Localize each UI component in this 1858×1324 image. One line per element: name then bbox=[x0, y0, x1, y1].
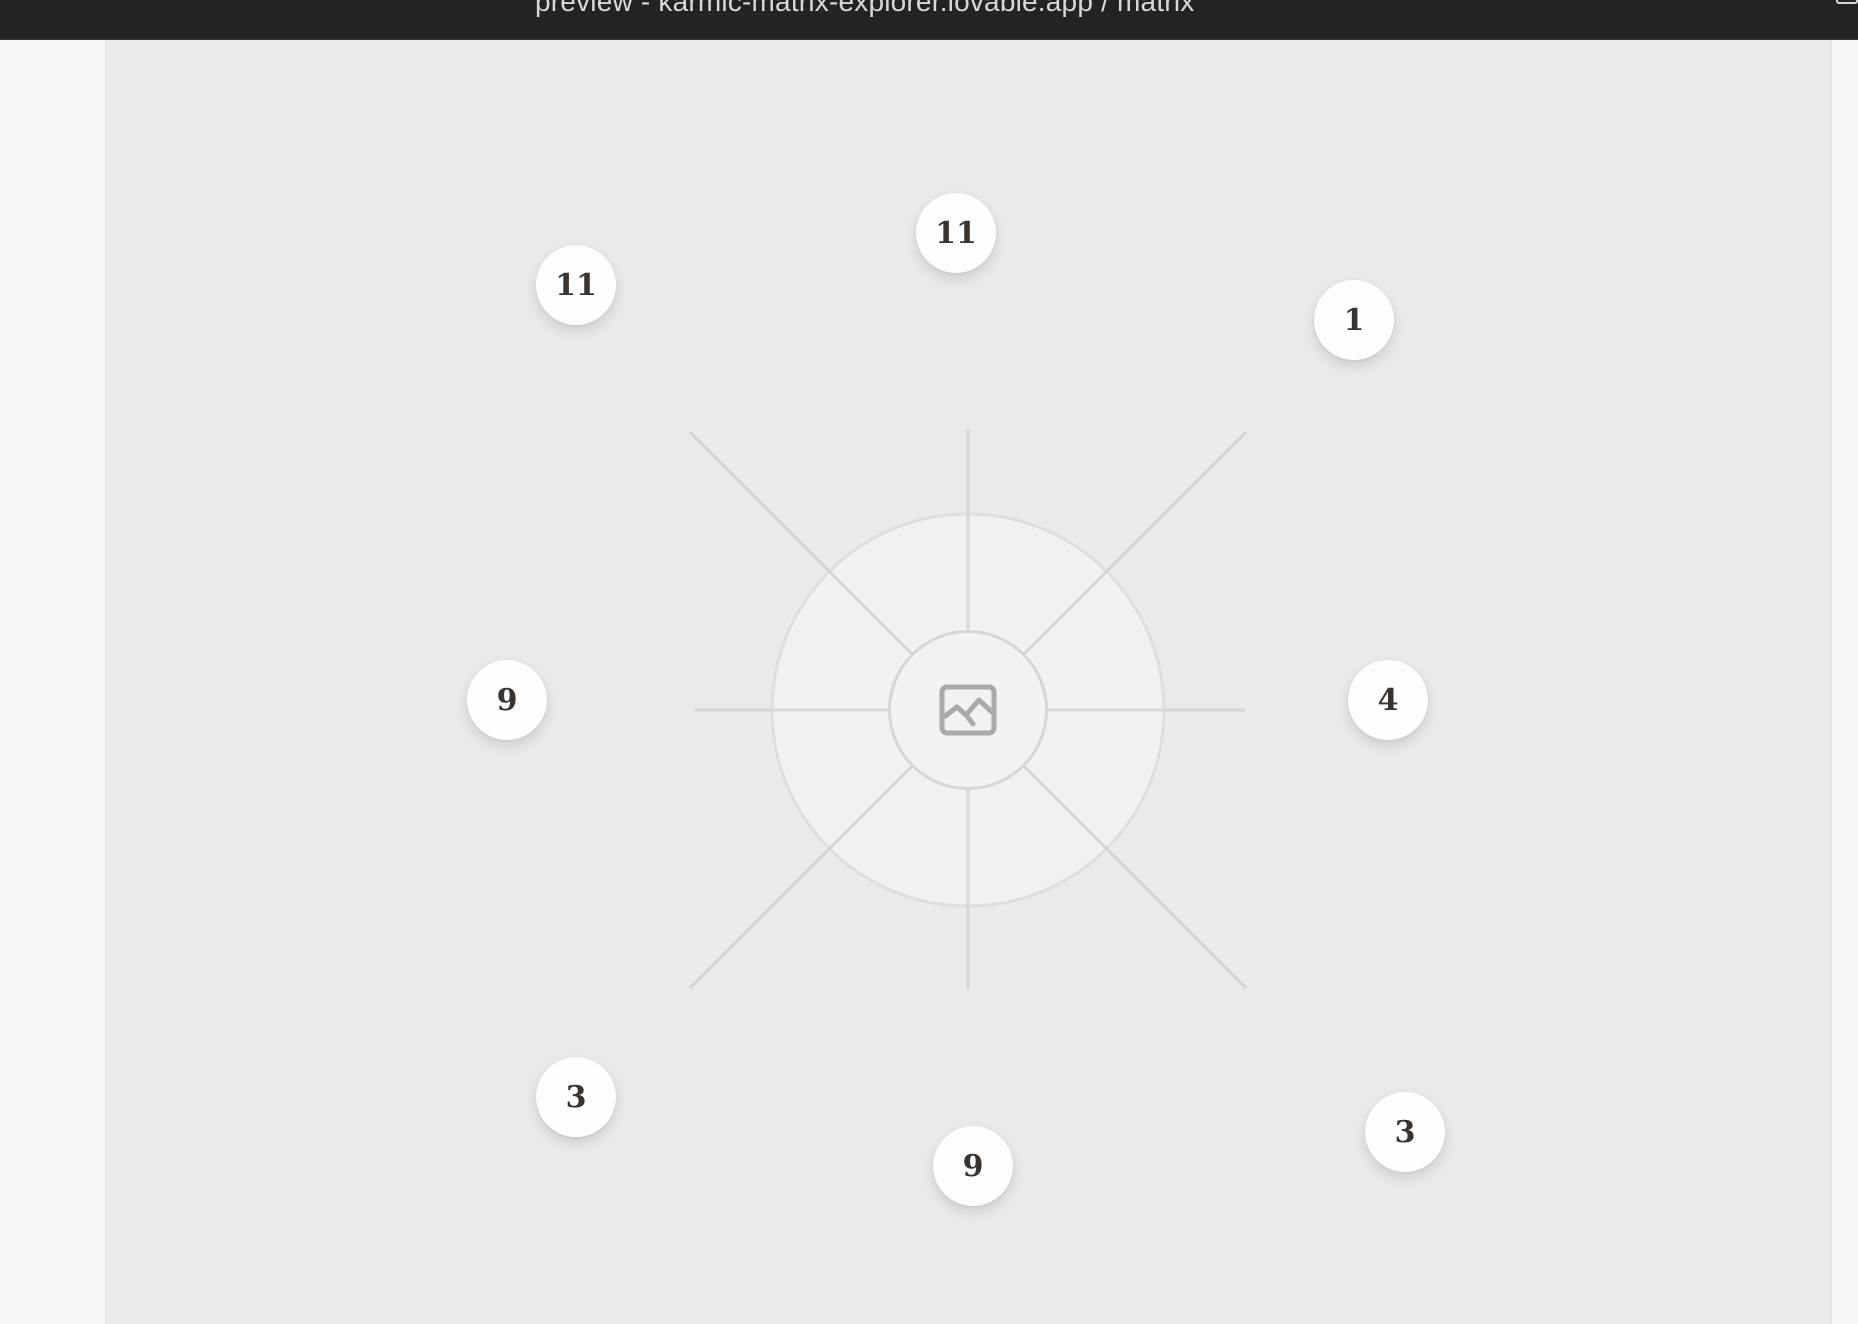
number-node-right[interactable]: 4 bbox=[1348, 660, 1428, 740]
number-node-value: 4 bbox=[1377, 682, 1399, 718]
number-node-value: 11 bbox=[935, 215, 977, 251]
number-node-value: 1 bbox=[1343, 302, 1365, 338]
number-node-value: 3 bbox=[1394, 1114, 1416, 1150]
number-node-value: 9 bbox=[496, 682, 518, 718]
spoke-lines bbox=[688, 430, 1248, 990]
number-node-top-right[interactable]: 1 bbox=[1314, 280, 1394, 360]
number-node-bottom[interactable]: 9 bbox=[933, 1126, 1013, 1206]
number-node-value: 9 bbox=[962, 1148, 984, 1184]
spoke-bottom-right bbox=[1022, 764, 1248, 990]
image-placeholder-icon bbox=[939, 684, 997, 736]
right-gutter bbox=[1832, 40, 1858, 1324]
window-titlebar: preview - karmic-matrix-explorer.lovable… bbox=[0, 0, 1858, 40]
number-node-top[interactable]: 11 bbox=[916, 193, 996, 273]
left-gutter bbox=[0, 40, 105, 1324]
center-node[interactable] bbox=[888, 630, 1048, 790]
number-node-bottom-right[interactable]: 3 bbox=[1365, 1092, 1445, 1172]
number-node-value: 3 bbox=[565, 1079, 587, 1115]
number-node-bottom-left[interactable]: 3 bbox=[536, 1057, 616, 1137]
window-title: preview - karmic-matrix-explorer.lovable… bbox=[535, 0, 1195, 17]
spoke-bottom-left bbox=[688, 764, 914, 990]
spoke-top-right bbox=[1022, 430, 1248, 656]
spoke-top-left bbox=[688, 430, 914, 656]
number-node-top-left[interactable]: 11 bbox=[536, 245, 616, 325]
number-node-left[interactable]: 9 bbox=[467, 660, 547, 740]
window-icon[interactable] bbox=[1836, 0, 1858, 4]
number-node-value: 11 bbox=[555, 267, 597, 303]
